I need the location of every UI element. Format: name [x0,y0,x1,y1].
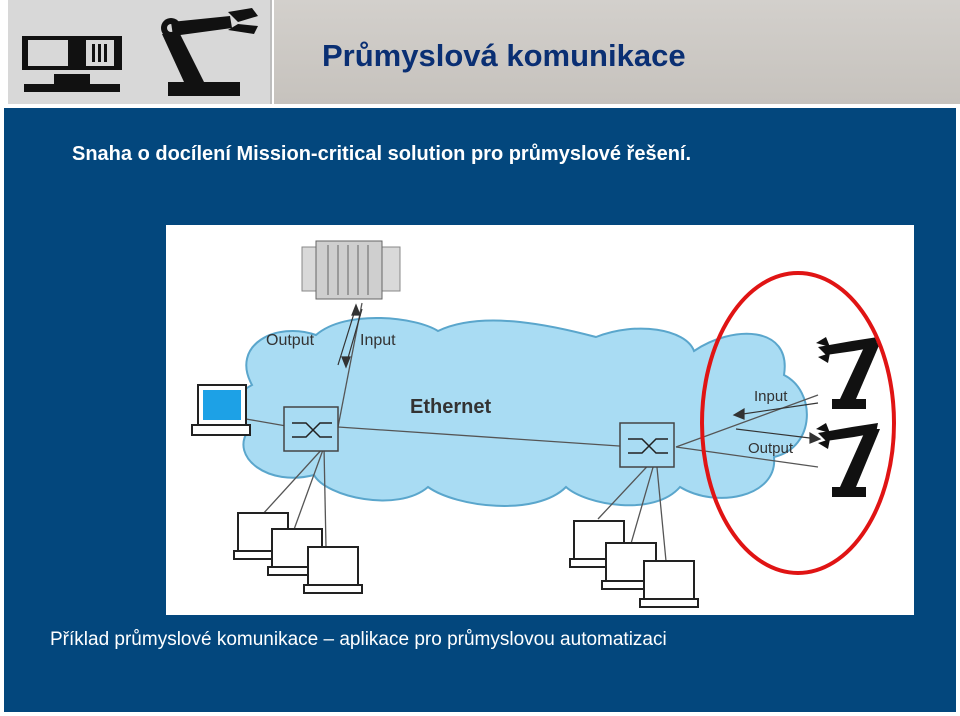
header: Průmyslová komunikace [0,0,960,108]
switch-right [619,422,675,468]
laptop-icon [191,384,251,436]
robot-highlight-circle [700,271,896,575]
robot-output-label: Output [748,440,794,457]
switch-left [283,406,339,452]
network-diagram-graphic: Output Input Ethernet [191,240,896,608]
robot-arm-top-icon [816,337,880,409]
slide-title: Průmyslová komunikace [322,38,686,73]
plc-controller-icon [301,240,401,300]
network-diagram: Output Input Ethernet [166,225,914,615]
robot-arm-icon [161,8,258,96]
controller-output-label: Output [266,332,315,349]
controller-arrows [337,303,363,369]
terminal-group-left [233,512,363,594]
robot-arrows [732,402,822,444]
computer-icon [22,36,122,92]
controller-input-label: Input [360,332,396,349]
logo-graphic [22,8,258,96]
title-panel [274,0,960,104]
logo-panel [8,0,272,104]
figure-caption: Příklad průmyslové komunikace – aplikace… [50,629,667,650]
slide-subtitle: Snaha o docílení Mission-critical soluti… [72,143,692,165]
robot-arm-bottom-icon [816,423,880,497]
robot-input-label: Input [754,388,788,405]
terminal-group-right [569,520,699,608]
ethernet-label: Ethernet [410,396,491,418]
